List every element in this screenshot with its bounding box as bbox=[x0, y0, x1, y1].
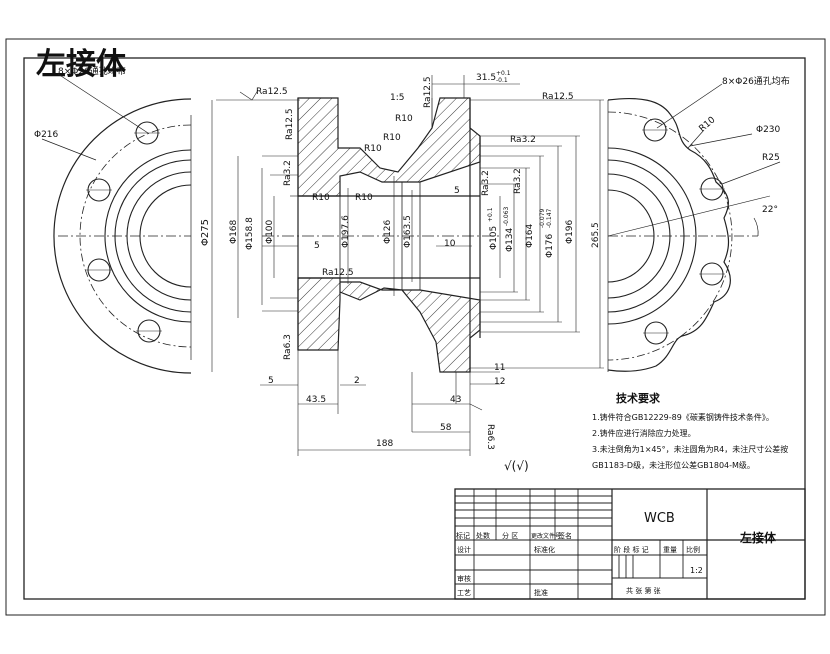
left-dia-216: Φ216 bbox=[34, 130, 59, 140]
outer-border bbox=[5, 38, 826, 616]
dim-265-5: 265.5 bbox=[591, 222, 601, 248]
tb-h-design: 设计 bbox=[457, 545, 471, 554]
right-r10: R10 bbox=[698, 115, 718, 134]
dim-dia-100: Φ100 bbox=[265, 219, 275, 244]
section-view bbox=[297, 97, 481, 373]
ra-3-2-right-vert: Ra3.2 bbox=[513, 168, 523, 194]
ra-6-3-bottom: Ra6.3 bbox=[485, 424, 495, 450]
r10-label-4: R10 bbox=[312, 193, 330, 203]
dim-dia-105-tol: +0.1 bbox=[487, 207, 494, 222]
tb-h-doc: 更改文件号 bbox=[531, 532, 561, 540]
dim-43: 43 bbox=[450, 395, 461, 405]
notes-line-2: 2.铸件应进行消除应力处理。 bbox=[592, 428, 696, 438]
tb-h-weight: 重量 bbox=[663, 546, 677, 554]
right-r25: R25 bbox=[762, 153, 780, 163]
dim-dia-196: Φ196 bbox=[565, 219, 575, 244]
tb-h-process: 工艺 bbox=[457, 589, 471, 597]
inner-border bbox=[23, 57, 806, 600]
dim-10: 10 bbox=[444, 239, 456, 249]
tb-h-approve: 批准 bbox=[534, 588, 548, 597]
dim-31-5: 31.5 bbox=[476, 73, 496, 83]
ra-6-3-left: Ra6.3 bbox=[283, 334, 293, 360]
section-dimensions bbox=[216, 75, 604, 456]
right-flange-view bbox=[607, 83, 781, 372]
dim-dia-176-tol-b: -0.147 bbox=[546, 208, 553, 228]
dim-dia-158-8: Φ158.8 bbox=[245, 217, 255, 250]
ra-12-5-top: Ra12.5 bbox=[423, 76, 433, 108]
tb-h-std: 标准化 bbox=[534, 545, 555, 554]
tb-h-count: 处数 bbox=[476, 531, 490, 540]
tb-h-scale: 比例 bbox=[686, 545, 700, 554]
dim-31-5-lower: -0.1 bbox=[496, 77, 508, 84]
tb-h-sign: 签名 bbox=[558, 531, 572, 540]
dim-31-5-upper: +0.1 bbox=[496, 70, 511, 77]
r10-label-3: R10 bbox=[364, 144, 382, 154]
right-angle-22: 22° bbox=[762, 205, 778, 215]
ra-12-5-top-right: Ra12.5 bbox=[542, 92, 574, 102]
tb-h-zone: 分 区 bbox=[502, 531, 518, 540]
dim-5-right: 5 bbox=[454, 186, 460, 196]
notes-title: 技术要求 bbox=[616, 391, 661, 405]
ra-12-5-left-vert: Ra12.5 bbox=[285, 108, 295, 140]
dim-dia-126: Φ126 bbox=[383, 219, 393, 244]
notes-line-1: 1.铸件符合GB12229-89《碳素钢铸件技术条件》。 bbox=[592, 412, 774, 422]
dim-dia-176: Φ176 bbox=[545, 233, 555, 258]
r10-label-5: R10 bbox=[355, 193, 373, 203]
ra-3-2-inner: Ra3.2 bbox=[481, 170, 491, 196]
dim-dia-134: Φ134 bbox=[505, 227, 515, 252]
dim-dia-176-tol-a: -0.079 bbox=[539, 208, 546, 228]
ra-3-2-right: Ra3.2 bbox=[510, 135, 536, 145]
tb-part-name: 左接体 bbox=[739, 530, 777, 545]
tb-scale-value: 1:2 bbox=[690, 566, 703, 575]
dim-5-bottom: 5 bbox=[268, 376, 274, 386]
dim-5-left: 5 bbox=[314, 241, 320, 251]
tb-sheets: 共 张 第 张 bbox=[626, 586, 661, 595]
tb-h-check: 审核 bbox=[457, 574, 471, 583]
right-dia-230: Φ230 bbox=[756, 125, 781, 135]
technical-notes: 技术要求 1.铸件符合GB12229-89《碳素钢铸件技术条件》。 2.铸件应进… bbox=[592, 391, 788, 470]
notes-line-4: GB1183-D级，未注形位公差GB1804-M级。 bbox=[592, 460, 755, 470]
left-dia-275: Φ275 bbox=[200, 219, 211, 246]
dim-58: 58 bbox=[440, 423, 452, 433]
dim-dia-163-5: Φ163.5 bbox=[403, 215, 413, 248]
tb-h-stage: 阶 段 标 记 bbox=[614, 545, 649, 554]
r10-label-1: R10 bbox=[395, 114, 413, 124]
ra-12-5-mid: Ra12.5 bbox=[322, 268, 354, 278]
dim-188: 188 bbox=[376, 439, 393, 449]
ra-12-5-top-left: Ra12.5 bbox=[256, 87, 288, 97]
notes-line-3: 3.未注倒角为1×45°，未注圆角为R4，未注尺寸公差按 bbox=[592, 444, 788, 454]
dim-12: 12 bbox=[494, 377, 505, 387]
left-flange-view bbox=[41, 73, 192, 374]
dim-dia-134-tol: -0.063 bbox=[503, 206, 510, 226]
ra-3-2-left: Ra3.2 bbox=[283, 160, 293, 186]
stamp-title: 左接体 bbox=[36, 47, 127, 82]
dim-dia-164: Φ164 bbox=[525, 223, 535, 248]
chamfer-1-5: 1:5 bbox=[390, 93, 404, 103]
dim-11: 11 bbox=[494, 363, 505, 373]
dim-2-bottom: 2 bbox=[354, 376, 360, 386]
tb-material: WCB bbox=[644, 511, 675, 526]
dim-43-5: 43.5 bbox=[306, 395, 326, 405]
tb-h-mark: 标记 bbox=[456, 531, 470, 540]
right-hole-note: 8×Φ26通孔均布 bbox=[722, 75, 790, 87]
title-block bbox=[454, 488, 806, 600]
dim-dia-105: Φ105 bbox=[489, 226, 499, 250]
dim-dia-168: Φ168 bbox=[229, 219, 239, 244]
r10-label-2: R10 bbox=[383, 133, 401, 143]
left-hole-note: 8×Φ26通孔均布 bbox=[58, 65, 126, 77]
roughness-rest: √(√) bbox=[504, 459, 529, 473]
dim-dia-197-6: Φ197.6 bbox=[341, 215, 351, 248]
